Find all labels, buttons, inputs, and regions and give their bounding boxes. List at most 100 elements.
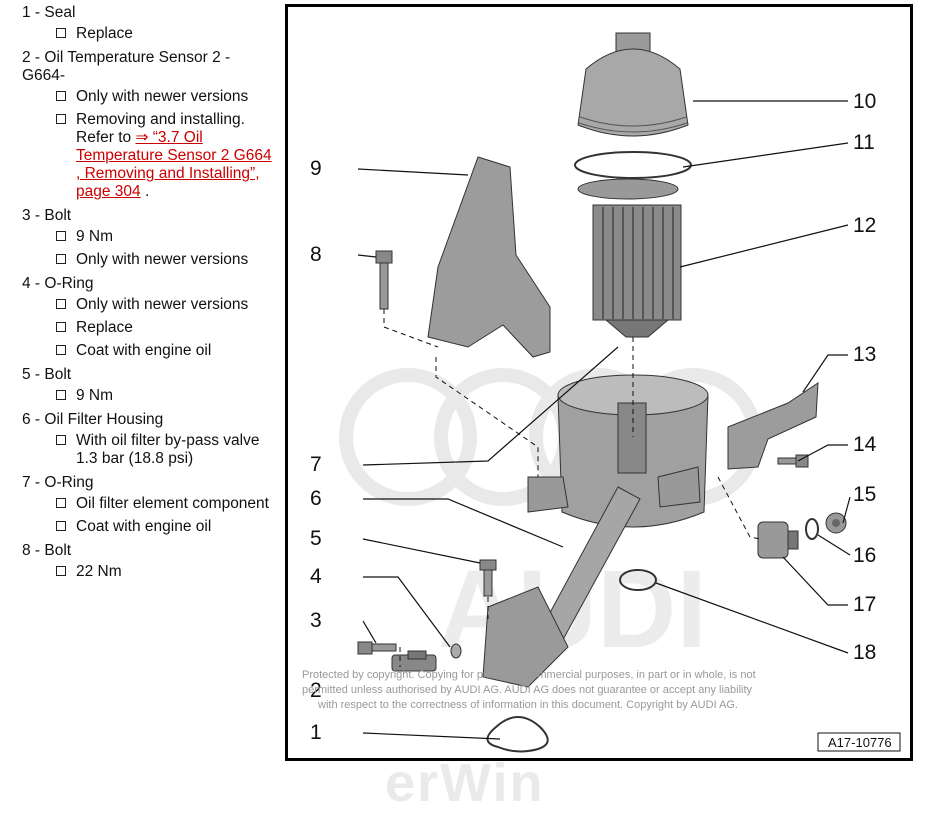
filter-cap [577, 32, 689, 137]
callout-6: 6 [310, 487, 322, 510]
callout-9: 9 [310, 157, 322, 180]
checkbox-bullet-icon [56, 231, 66, 241]
checkbox-bullet-icon [56, 254, 66, 264]
checkbox-bullet-icon [56, 390, 66, 400]
legend-subitem: With oil filter by-pass valve 1.3 bar (1… [22, 432, 277, 468]
legend-subitem: Only with newer versions [22, 296, 277, 314]
callout-18: 18 [853, 641, 876, 664]
leader-lines [357, 100, 851, 740]
link-suffix: . [140, 183, 150, 200]
legend-subitem: Only with newer versions [22, 251, 277, 269]
legend-subitem: Coat with engine oil [22, 342, 277, 360]
legend-item-title: 8 - Bolt [22, 542, 72, 559]
legend-item-title: 1 - Seal [22, 4, 76, 21]
bracket [427, 156, 551, 358]
legend-subitem: Only with newer versions [22, 88, 277, 106]
legend-subitem-text: 22 Nm [76, 563, 122, 580]
legend-subitem-text: With oil filter by-pass valve 1.3 bar (1… [76, 432, 260, 467]
bolt-5 [479, 559, 497, 597]
figure-id-box: A17-10776 [817, 732, 901, 752]
housing-seal [486, 716, 549, 753]
legend-item-title: 6 - Oil Filter Housing [22, 411, 164, 428]
checkbox-bullet-icon [56, 28, 66, 38]
legend-item: 2 - Oil Temperature Sensor 2 - G664-Only… [22, 49, 277, 201]
part-17 [757, 521, 799, 559]
legend-item-title: 7 - O-Ring [22, 474, 94, 491]
callout-15: 15 [853, 483, 876, 506]
callout-8: 8 [310, 243, 322, 266]
checkbox-bullet-icon [56, 345, 66, 355]
callout-3: 3 [310, 609, 322, 632]
checkbox-bullet-icon [56, 322, 66, 332]
callout-16: 16 [853, 544, 876, 567]
legend-subitem-text: Only with newer versions [76, 296, 249, 313]
checkbox-bullet-icon [56, 498, 66, 508]
legend-item-title: 3 - Bolt [22, 207, 72, 224]
checkbox-bullet-icon [56, 299, 66, 309]
cross-reference-link[interactable]: ⇒ “3.7 Oil Temperature Sensor 2 G664 , R… [76, 129, 272, 200]
legend-subitem-text: 9 Nm [76, 387, 114, 404]
o-ring-16 [805, 518, 819, 540]
bolt-8 [375, 250, 393, 310]
legend-subitem: 9 Nm [22, 387, 277, 405]
oil-filter-illustration: AUDI [302, 32, 901, 753]
callout-1: 1 [310, 721, 322, 744]
legend-subitem-text: Only with newer versions [76, 88, 249, 105]
erwin-watermark: erWin [385, 753, 545, 813]
legend-subitem: 22 Nm [22, 563, 277, 581]
legend-subitem-text: Replace [76, 25, 133, 42]
svg-text:with respect to the correctnes: with respect to the correctness of infor… [317, 699, 738, 711]
callout-12: 12 [853, 214, 876, 237]
o-ring-4 [450, 643, 462, 659]
checkbox-bullet-icon [56, 566, 66, 576]
legend-subitem-text: Only with newer versions [76, 251, 249, 268]
callout-2: 2 [310, 679, 322, 702]
bracket-13 [727, 382, 819, 470]
svg-text:permitted unless authorised by: permitted unless authorised by AUDI AG. … [302, 684, 753, 696]
callout-11: 11 [853, 131, 875, 154]
legend-subitem: 9 Nm [22, 228, 277, 246]
legend-subitem-text: 9 Nm [76, 228, 114, 245]
legend-subitem: Coat with engine oil [22, 518, 277, 536]
legend-subitem-text: Coat with engine oil [76, 342, 212, 359]
legend-item-title: 5 - Bolt [22, 366, 72, 383]
legend-item-title: 4 - O-Ring [22, 275, 94, 292]
bolt-14 [777, 454, 809, 468]
exploded-diagram: AUDI [285, 4, 913, 761]
cap-o-ring [574, 151, 692, 179]
legend-subitem-text: Replace [76, 319, 133, 336]
checkbox-bullet-icon [56, 114, 66, 124]
copyright-notice: Protected by copyright. Copying for priv… [302, 669, 756, 711]
o-ring-18 [619, 569, 657, 591]
legend-subitem-text: Coat with engine oil [76, 518, 212, 535]
svg-text:Protected by copyright. Copyin: Protected by copyright. Copying for priv… [302, 669, 756, 681]
callout-4: 4 [310, 565, 322, 588]
callout-5: 5 [310, 527, 322, 550]
figure-id: A17-10776 [828, 735, 892, 750]
checkbox-bullet-icon [56, 91, 66, 101]
legend-subitem: Oil filter element component [22, 495, 277, 513]
filter-element [577, 178, 682, 338]
legend-subitem: Replace [22, 25, 277, 43]
checkbox-bullet-icon [56, 435, 66, 445]
part-15 [825, 512, 847, 534]
legend-subitem-text: Oil filter element component [76, 495, 269, 512]
legend-subitem: Replace [22, 319, 277, 337]
oil-temp-sensor [391, 650, 437, 672]
checkbox-bullet-icon [56, 521, 66, 531]
bolt-3 [357, 641, 397, 655]
callout-7: 7 [310, 453, 322, 476]
legend-subitem-text: Removing and installing. Refer to [76, 111, 245, 146]
callout-14: 14 [853, 433, 877, 456]
callout-13: 13 [853, 343, 876, 366]
assembly-lines [383, 309, 761, 667]
legend-subitem: Removing and installing. Refer to ⇒ “3.7… [22, 111, 277, 201]
callout-17: 17 [853, 593, 876, 616]
